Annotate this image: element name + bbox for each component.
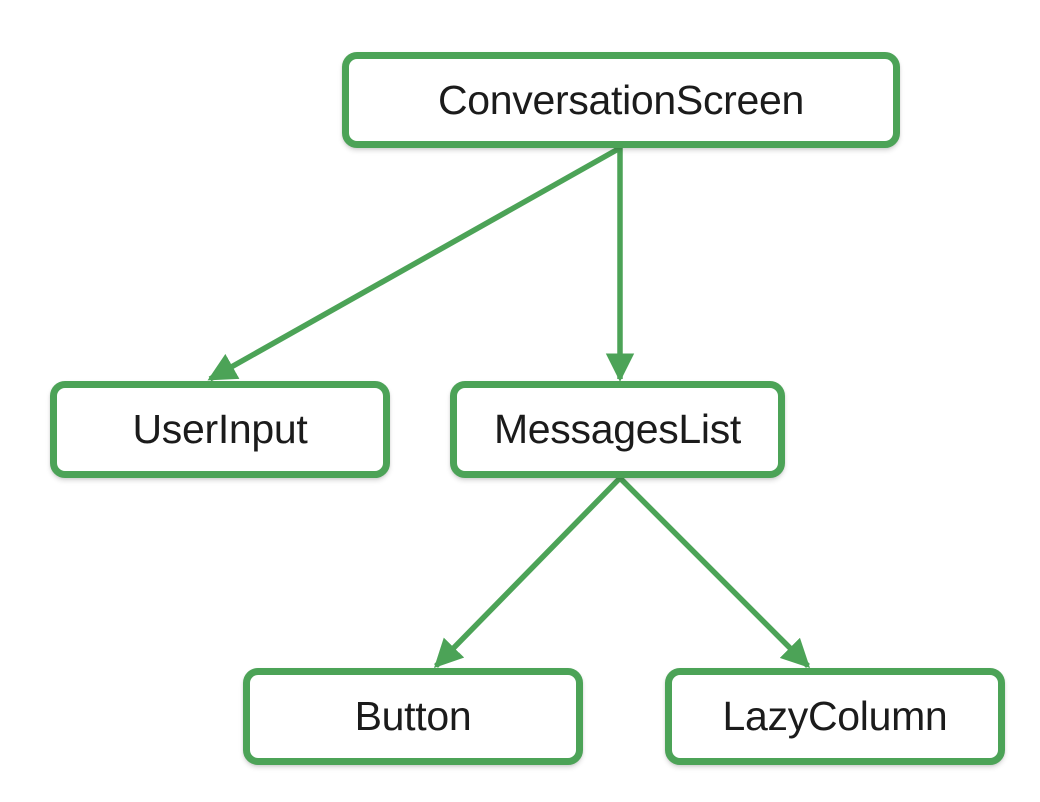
node-label: Button <box>354 693 472 739</box>
edge-messageslist-to-lazycolumn <box>618 476 811 669</box>
node-lazycolumn[interactable]: LazyColumn <box>665 668 1005 765</box>
node-label: MessagesList <box>493 406 742 452</box>
edge-conversationscreen-to-userinput <box>207 145 622 382</box>
node-conversationscreen[interactable]: ConversationScreen <box>342 52 900 148</box>
node-label: ConversationScreen <box>437 76 805 123</box>
node-label: LazyColumn <box>722 693 948 739</box>
node-messageslist[interactable]: MessagesList <box>450 381 785 478</box>
node-button[interactable]: Button <box>243 668 583 765</box>
node-label: UserInput <box>132 406 308 452</box>
node-userinput[interactable]: UserInput <box>50 381 390 478</box>
edge-messageslist-to-button <box>433 476 622 669</box>
